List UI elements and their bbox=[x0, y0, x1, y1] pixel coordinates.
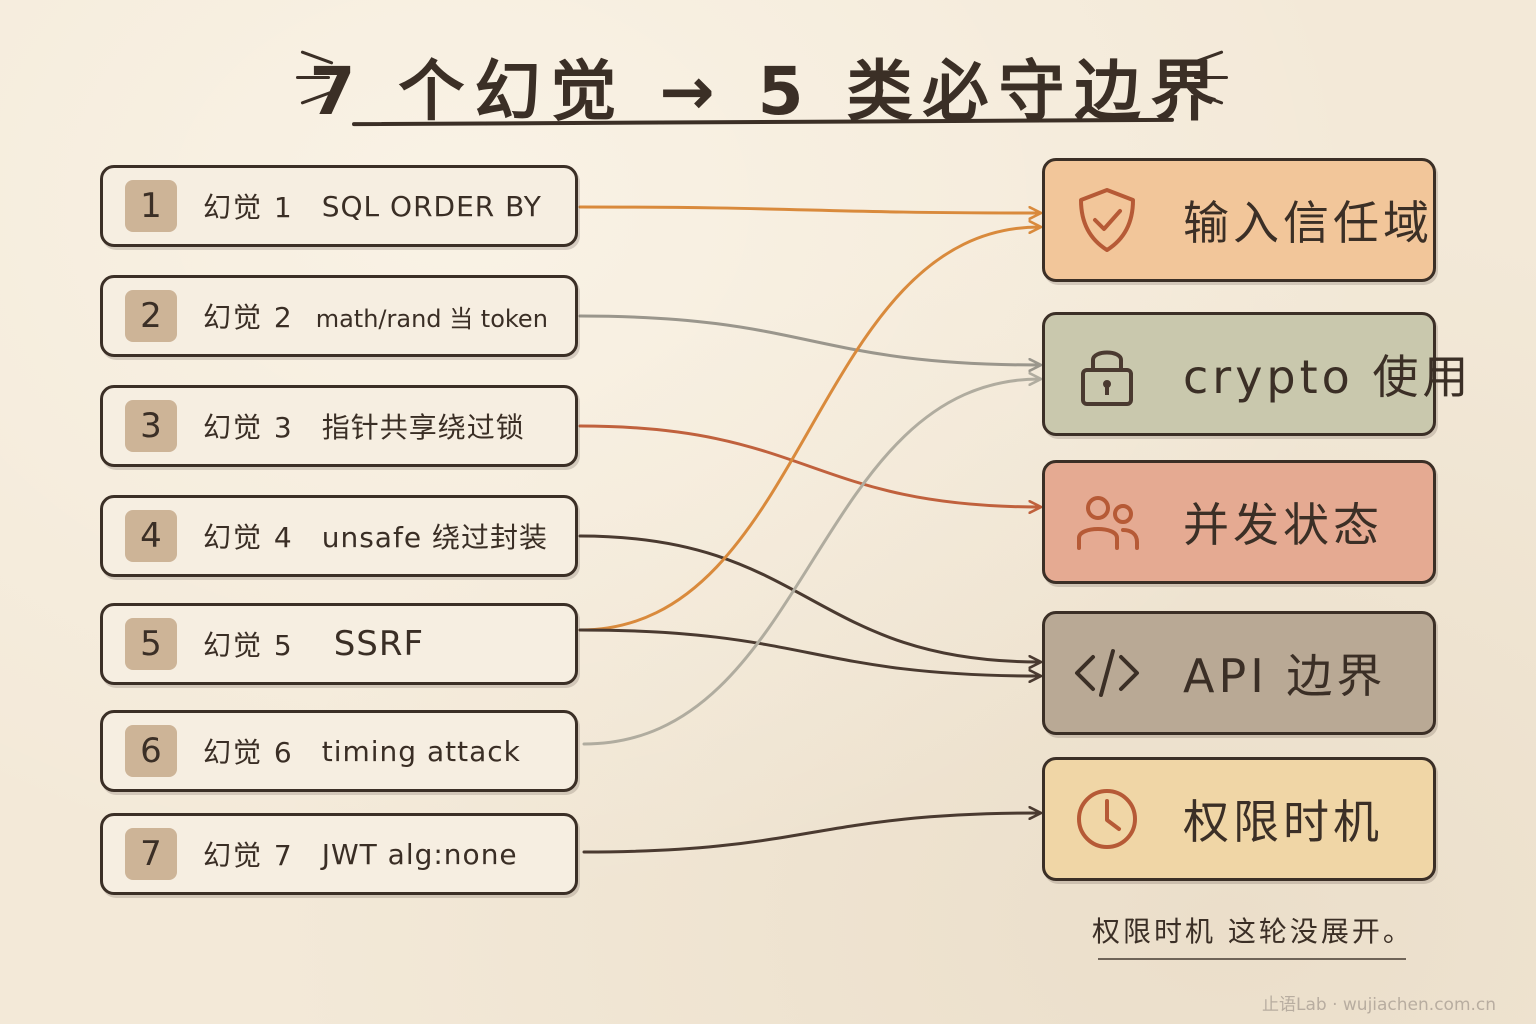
item-number-badge: 7 bbox=[125, 828, 177, 880]
hallucination-item-2: 2 幻觉 2 math/rand 当 token bbox=[100, 275, 578, 357]
connector-2-to-1 bbox=[578, 314, 1040, 365]
watermark: 止语Lab · wujiachen.com.cn bbox=[1262, 995, 1497, 1015]
item-label: 幻觉 4 bbox=[203, 521, 294, 554]
category-api-boundary: API 边界 bbox=[1042, 611, 1436, 735]
hallucination-item-4: 4 幻觉 4 unsafe 绕过封装 bbox=[100, 495, 578, 577]
item-label: 幻觉 5 bbox=[203, 629, 294, 662]
hallucination-item-7: 7 幻觉 7 JWT alg:none bbox=[100, 813, 578, 895]
item-description: math/rand 当 token bbox=[315, 304, 548, 333]
title-accent-mark bbox=[296, 76, 330, 79]
connector-4-to-3 bbox=[578, 534, 1040, 662]
shield-check-icon bbox=[1079, 188, 1135, 252]
item-number-badge: 3 bbox=[125, 400, 177, 452]
connector-5-to-4 bbox=[578, 227, 1040, 632]
category-label: 并发状态 bbox=[1183, 498, 1383, 552]
item-label: 幻觉 7 bbox=[203, 839, 294, 872]
item-label: 幻觉 1 bbox=[203, 191, 294, 224]
item-description: timing attack bbox=[321, 734, 521, 768]
hallucination-item-5: 5 幻觉 5 SSRF bbox=[100, 603, 578, 685]
item-description: 指针共享绕过锁 bbox=[321, 411, 525, 444]
connector-5-to-5 bbox=[578, 628, 1040, 676]
item-number-badge: 6 bbox=[125, 725, 177, 777]
item-number-badge: 2 bbox=[125, 290, 177, 342]
category-label: API 边界 bbox=[1183, 649, 1387, 703]
hallucination-item-6: 6 幻觉 6 timing attack bbox=[100, 710, 578, 792]
item-label: 幻觉 6 bbox=[203, 736, 294, 769]
category-label: crypto 使用 bbox=[1183, 350, 1473, 404]
hallucination-item-1: 1 幻觉 1 SQL ORDER BY bbox=[100, 165, 578, 247]
padlock-icon bbox=[1081, 350, 1133, 406]
connector-3-to-2 bbox=[578, 424, 1040, 507]
page-title: 7 个幻觉 → 5 类必守边界 bbox=[309, 53, 1227, 130]
item-label: 幻觉 2 bbox=[203, 301, 294, 334]
connector-6-to-6 bbox=[582, 379, 1040, 746]
category-label: 输入信任域 bbox=[1183, 196, 1433, 250]
category-concurrency: 并发状态 bbox=[1042, 460, 1436, 584]
category-label: 权限时机 bbox=[1183, 795, 1383, 849]
item-description: unsafe 绕过封装 bbox=[321, 521, 548, 554]
connector-1-to-0 bbox=[578, 205, 1040, 213]
category-permission-timing: 权限时机 bbox=[1042, 757, 1436, 881]
code-icon bbox=[1075, 649, 1139, 697]
hallucination-item-3: 3 幻觉 3 指针共享绕过锁 bbox=[100, 385, 578, 467]
item-number-badge: 4 bbox=[125, 510, 177, 562]
title-accent-mark bbox=[1194, 76, 1228, 79]
clock-icon bbox=[1077, 789, 1137, 849]
category-crypto: crypto 使用 bbox=[1042, 312, 1468, 436]
people-icon bbox=[1077, 496, 1139, 550]
item-description: SSRF bbox=[333, 624, 425, 664]
item-label: 幻觉 3 bbox=[203, 411, 294, 444]
item-number-badge: 1 bbox=[125, 180, 177, 232]
item-description: SQL ORDER BY bbox=[321, 189, 542, 223]
item-description: JWT alg:none bbox=[321, 837, 518, 871]
connector-7-to-7 bbox=[582, 813, 1040, 854]
category-input-trust: 输入信任域 bbox=[1042, 158, 1436, 282]
footnote: 权限时机 这轮没展开。 bbox=[1092, 915, 1414, 948]
item-number-badge: 5 bbox=[125, 618, 177, 670]
footnote-underline bbox=[1098, 958, 1406, 960]
